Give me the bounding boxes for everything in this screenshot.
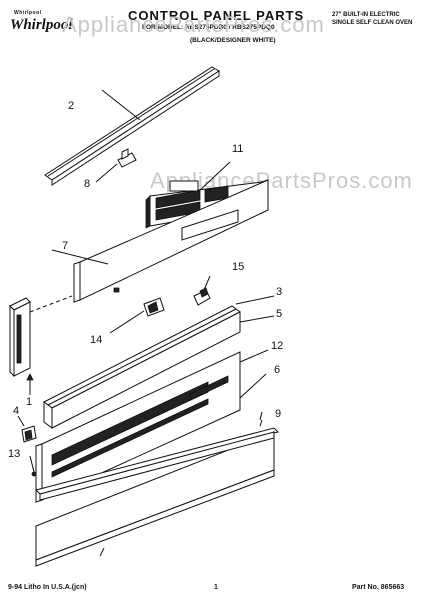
part-9-bottom-bracket <box>35 411 279 567</box>
callout-8: 8 <box>84 178 91 190</box>
part-12-part-6-vent-panel <box>35 349 269 503</box>
product-line-1: 27" BUILT-IN ELECTRIC <box>332 12 400 18</box>
callout-13: 13 <box>8 448 21 460</box>
callout-6: 6 <box>274 364 281 376</box>
part-2-trim-strip <box>44 66 220 186</box>
brand-registered-mark: Whirlpool <box>14 10 42 16</box>
part-1-end-cap <box>9 295 73 395</box>
callout-7: 7 <box>62 240 69 252</box>
part-3-part-5-trim <box>43 295 275 429</box>
callout-5: 5 <box>276 308 283 320</box>
product-line-2: SINGLE SELF CLEAN OVEN <box>332 20 413 26</box>
part-7-control-panel <box>51 179 269 303</box>
footer-print-info: 9-94 Litho In U.S.A.(jcn) <box>8 584 87 591</box>
watermark-top: AppliancePartsPros.com <box>62 12 325 37</box>
footer-page-number: 1 <box>214 584 218 591</box>
footer-part-number: Part No. 865663 <box>352 584 405 591</box>
part-13-screw <box>29 455 37 477</box>
finish-line: (BLACK/DESIGNER WHITE) <box>190 37 276 44</box>
brand-logo: Whirlpool <box>10 17 73 33</box>
callout-11: 11 <box>232 143 244 155</box>
callout-9: 9 <box>275 408 282 420</box>
part-4-clip <box>17 415 37 443</box>
callout-15: 15 <box>232 261 245 273</box>
part-8-clip <box>95 148 137 183</box>
callout-12: 12 <box>271 340 284 352</box>
part-11-electronic-control <box>145 161 269 229</box>
page-title: CONTROL PANEL PARTS <box>128 8 305 23</box>
callout-1: 1 <box>26 396 33 408</box>
callout-2: 2 <box>68 100 75 112</box>
part-14-switch <box>109 297 165 334</box>
callout-14: 14 <box>90 334 103 346</box>
callout-4: 4 <box>13 405 20 417</box>
model-line: FOR MODEL: RBS275PDB0 / RBS275PDQ0 <box>142 24 275 31</box>
callout-3: 3 <box>276 286 283 298</box>
part-15-switch <box>193 275 211 306</box>
